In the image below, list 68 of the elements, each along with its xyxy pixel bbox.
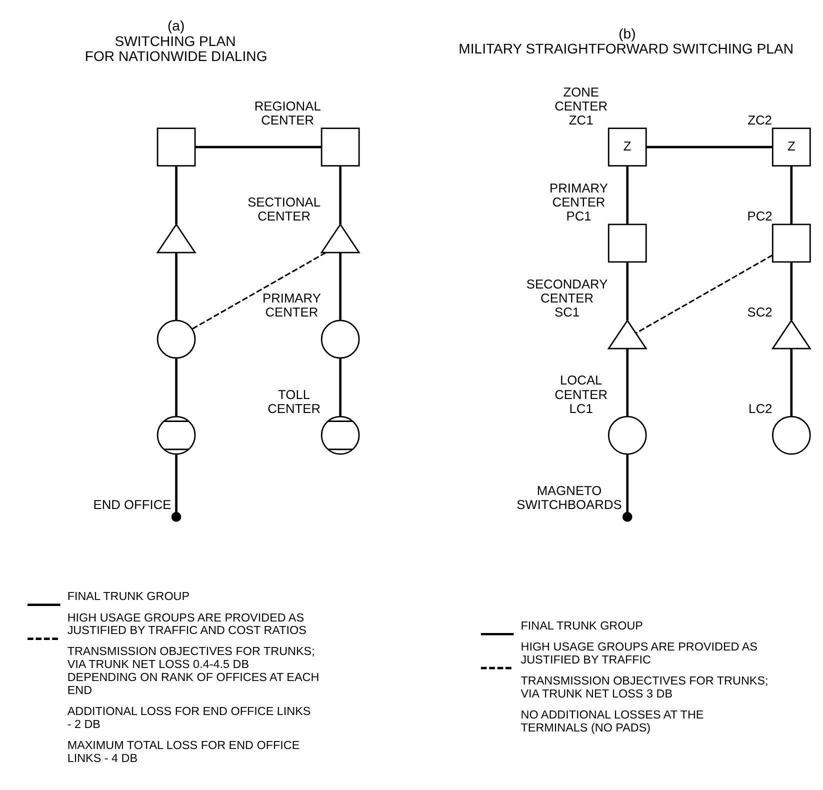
connector xyxy=(175,454,178,513)
node-box xyxy=(320,128,360,167)
connector xyxy=(175,166,178,224)
node-box: Z xyxy=(772,128,811,167)
node-circle xyxy=(772,416,811,455)
connector xyxy=(626,454,629,513)
label: (a) xyxy=(168,18,185,34)
node-label: PRIMARY CENTER xyxy=(550,180,608,210)
connector xyxy=(192,252,326,330)
connector xyxy=(790,348,793,416)
node-label: LC2 xyxy=(748,400,772,416)
node-circle xyxy=(156,320,196,359)
node-label: SECTIONAL CENTER xyxy=(248,194,321,224)
node-label: PC2 xyxy=(747,208,772,224)
connector xyxy=(175,252,178,320)
node-triangle xyxy=(320,223,360,254)
node-label: LOCAL CENTER xyxy=(554,372,608,402)
node-label: SC1 xyxy=(554,304,580,320)
node-box xyxy=(772,224,811,263)
connector xyxy=(626,262,629,320)
node-triangle xyxy=(607,319,648,350)
node-dot xyxy=(622,512,632,522)
connector xyxy=(636,254,773,334)
connector xyxy=(626,166,629,224)
node-label: ZC1 xyxy=(568,112,594,128)
node-circle xyxy=(156,416,196,455)
connector xyxy=(339,358,342,416)
label: (b) xyxy=(618,25,636,42)
label: NO ADDITIONAL LOSSES AT THE TERMINALS (NO PADS) xyxy=(520,708,704,734)
connector xyxy=(339,252,342,320)
node-box xyxy=(156,128,196,167)
node-label: PC1 xyxy=(566,208,592,224)
connector xyxy=(195,146,322,148)
label: MAXIMUM TOTAL LOSS FOR END OFFICE LINKS - 4 DB xyxy=(67,738,300,765)
node-label: REGIONAL CENTER xyxy=(254,98,321,128)
node-label: MAGNETO SWITCHBOARDS xyxy=(516,482,622,512)
connector xyxy=(175,358,178,416)
node-triangle xyxy=(771,319,812,350)
node-box xyxy=(608,224,647,263)
connector xyxy=(646,146,772,148)
legend-label: HIGH USAGE GROUPS ARE PROVIDED AS JUSTIFIED BY TRAFFIC xyxy=(520,640,758,666)
node-triangle xyxy=(156,223,196,254)
label: TRANSMISSION OBJECTIVES FOR TRUNKS; VIA TRUNK NET LOSS 3 DB xyxy=(520,674,768,700)
label: TRANSMISSION OBJECTIVES FOR TRUNKS; VIA TRUNK NET LOSS 0.4-4.5 DB DEPENDING ON RANK OF OFFICES AT EACH END xyxy=(67,645,320,697)
legend-label: HIGH USAGE GROUPS ARE PROVIDED AS JUSTIFIED BY TRAFFIC AND COST RATIOS xyxy=(67,611,306,638)
connector xyxy=(339,166,342,224)
node-dot xyxy=(171,512,182,522)
connector xyxy=(790,262,793,320)
label: MILITARY STRAIGHTFORWARD SWITCHING PLAN xyxy=(458,40,794,56)
node-label: ZC2 xyxy=(748,112,772,128)
connector xyxy=(790,166,793,224)
node-label: END OFFICE xyxy=(93,496,172,512)
node-circle xyxy=(320,320,360,359)
label: ADDITIONAL LOSS FOR END OFFICE LINKS - 2 DB xyxy=(67,704,311,731)
node-box: Z xyxy=(608,128,647,167)
node-label: SECONDARY CENTER xyxy=(526,276,608,306)
node-label: LC1 xyxy=(569,400,593,416)
label: SWITCHING PLAN xyxy=(114,32,236,49)
legend-label: FINAL TRUNK GROUP xyxy=(67,590,190,604)
legend-label: FINAL TRUNK GROUP xyxy=(520,619,644,632)
label: FOR NATIONWIDE DIALING xyxy=(84,48,268,64)
node-label: TOLL CENTER xyxy=(268,386,321,416)
node-circle xyxy=(608,416,647,455)
node-label: ZONE CENTER xyxy=(554,84,608,114)
node-circle xyxy=(320,416,360,455)
connector xyxy=(626,348,629,416)
node-label: PRIMARY CENTER xyxy=(262,290,321,320)
node-label: SC2 xyxy=(747,304,772,320)
